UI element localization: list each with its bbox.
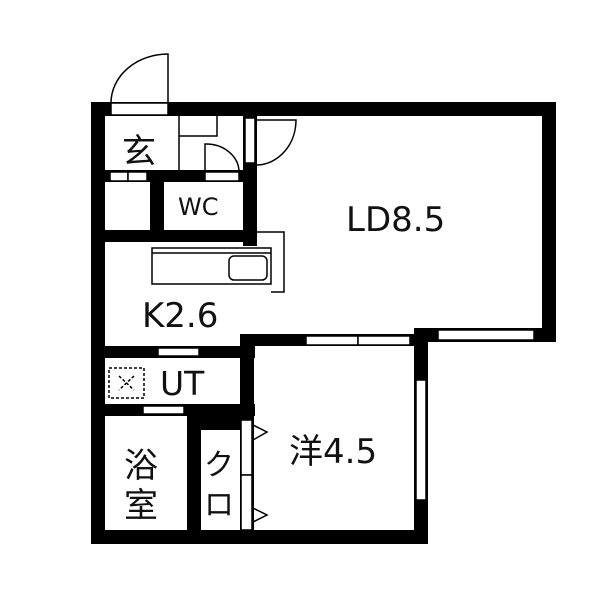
room-label-closet-2: ロ [204, 488, 234, 523]
wc-door-swing-icon [204, 143, 240, 173]
arrow-icon [252, 507, 269, 523]
ld-door-swing-icon [256, 119, 297, 166]
arrow-icon [252, 424, 269, 441]
room-label-closet-1: ク [204, 448, 234, 483]
washer-pan-icon [108, 367, 145, 399]
room-label-western-room: 洋4.5 [289, 432, 378, 472]
room-label-bathroom-2: 室 [124, 486, 158, 526]
room-label-bathroom-1: 浴 [124, 446, 158, 486]
room-label-entrance: 玄 [122, 132, 156, 172]
room-label-kitchen: K2.6 [142, 296, 219, 336]
entrance-door-gap [110, 102, 169, 116]
white-fills [109, 102, 535, 531]
fixtures [108, 53, 297, 523]
room-label-toilet: WC [178, 193, 219, 221]
sink-icon [228, 255, 268, 281]
front-door-swing-icon [110, 53, 169, 104]
kitchen-counter [151, 247, 272, 285]
room-label-utility: UT [160, 364, 205, 403]
room-label-living-dining: LD8.5 [346, 200, 446, 240]
